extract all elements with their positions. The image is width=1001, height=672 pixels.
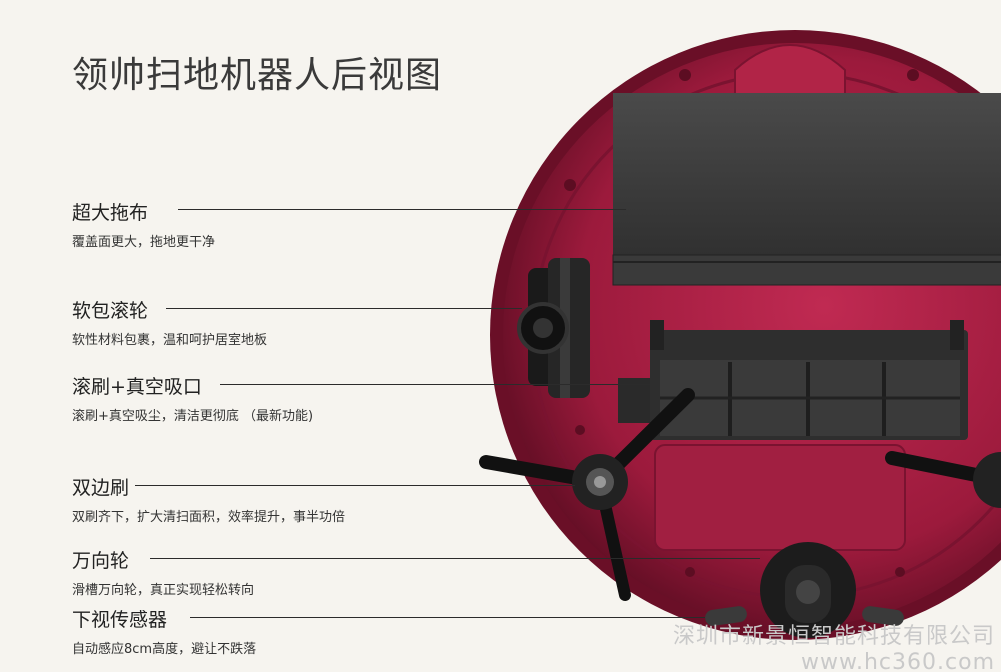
feature-desc: 双刷齐下，扩大清扫面积，效率提升，事半功倍 xyxy=(72,510,346,525)
feature-label: 滚刷+真空吸口 xyxy=(72,376,202,398)
callout-line-roller xyxy=(220,384,650,385)
feature-large-mop: 超大拖布 覆盖面更大，拖地更干净 xyxy=(72,198,215,250)
side-brush-left xyxy=(479,388,695,601)
caster-wheel xyxy=(760,542,856,638)
feature-desc: 自动感应8cm高度，避让不跌落 xyxy=(72,642,257,657)
watermark-company: 深圳市新景恒智能科技有限公司 xyxy=(672,624,995,649)
callout-line-sensor xyxy=(190,617,705,618)
soft-wheel xyxy=(517,258,590,398)
feature-label: 超大拖布 xyxy=(72,202,149,224)
feature-label: 双边刷 xyxy=(72,477,130,499)
feature-down-sensor: 下视传感器 自动感应8cm高度，避让不跌落 xyxy=(72,605,256,657)
feature-soft-wheel: 软包滚轮 软性材料包裹，温和呵护居室地板 xyxy=(72,296,267,348)
mop-pad xyxy=(612,93,1001,286)
feature-label: 万向轮 xyxy=(72,550,130,572)
feature-label: 软包滚轮 xyxy=(72,300,149,322)
callout-line-brush xyxy=(135,485,575,486)
watermark: 深圳市新景恒智能科技有限公司 www.hc360.com xyxy=(673,624,995,672)
feature-side-brush: 双边刷 双刷齐下，扩大清扫面积，效率提升，事半功倍 xyxy=(72,473,345,525)
down-sensor-right xyxy=(862,606,904,626)
callout-line-mop xyxy=(178,209,626,210)
watermark-url: www.hc360.com xyxy=(801,650,995,672)
feature-label: 下视传感器 xyxy=(72,609,168,631)
feature-desc: 覆盖面更大，拖地更干净 xyxy=(72,235,216,250)
side-brush-right xyxy=(885,451,1001,508)
feature-caster-wheel: 万向轮 滑槽万向轮，真正实现轻松转向 xyxy=(72,546,254,598)
callout-line-caster xyxy=(150,558,760,559)
feature-roller-vacuum: 滚刷+真空吸口 滚刷+真空吸尘，清洁更彻底 （最新功能) xyxy=(72,372,313,424)
roller-brush xyxy=(618,320,968,440)
down-sensor-left xyxy=(705,606,747,626)
feature-desc: 滑槽万向轮，真正实现轻松转向 xyxy=(72,583,255,598)
feature-desc: 软性材料包裹，温和呵护居室地板 xyxy=(72,333,268,348)
feature-desc: 滚刷+真空吸尘，清洁更彻底 （最新功能) xyxy=(72,409,314,424)
callout-line-wheel xyxy=(166,308,522,309)
page-title: 领帅扫地机器人后视图 xyxy=(72,55,443,96)
